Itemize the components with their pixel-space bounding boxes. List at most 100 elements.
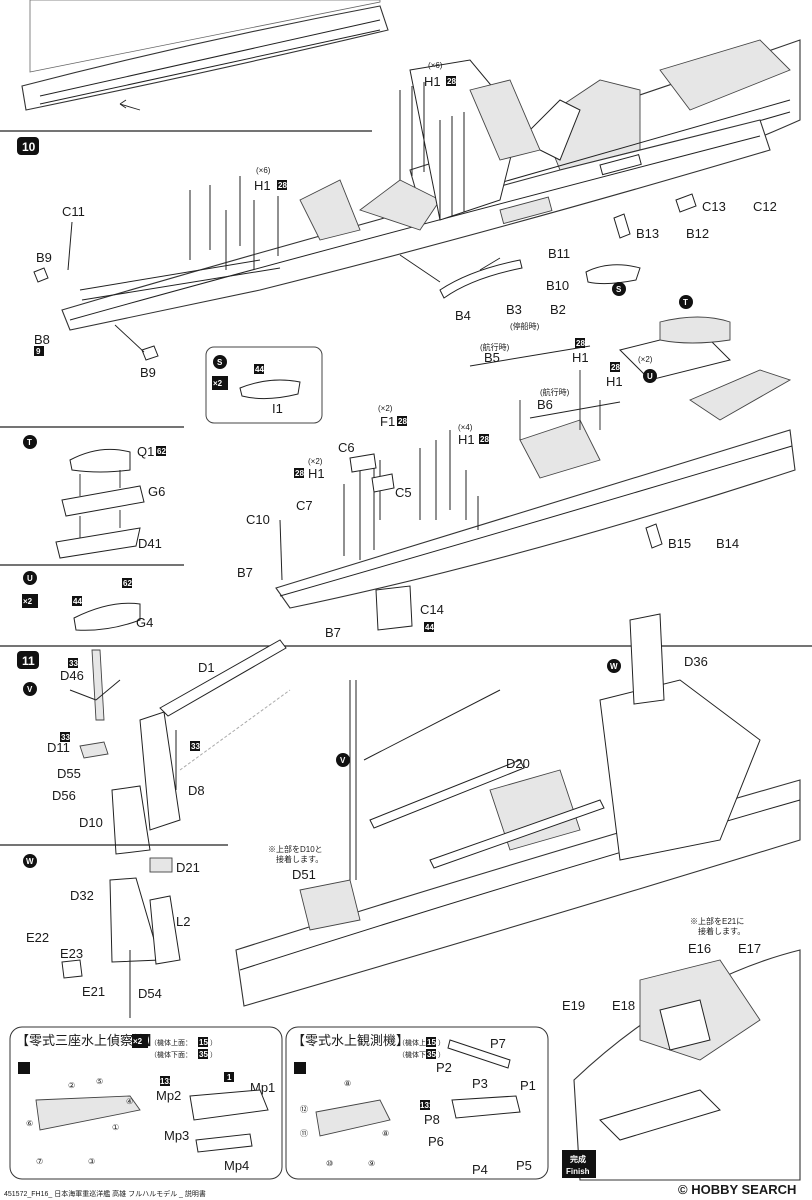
svg-text:※上部をE21に: ※上部をE21に [690, 916, 744, 926]
svg-text:（機体下面：: （機体下面： [150, 1050, 192, 1059]
svg-text:E18: E18 [612, 998, 635, 1013]
aircraft-box-right: 【零式水上観測機】 （機体上面： 15 ） （機体下面： 35 ） ⑧ ⑧ ⑫ … [285, 1026, 549, 1180]
subassembly-t: T Q1 62 G6 D41 [0, 426, 184, 566]
svg-text:P1: P1 [520, 1078, 536, 1093]
step10-labels: (×6) H1 28 (×6) H1 28 C11 B9 B8 9 B9 B4 … [33, 61, 777, 380]
svg-text:33: 33 [61, 733, 70, 742]
svg-text:35: 35 [427, 1050, 436, 1059]
h1-b-ref: 28 [278, 181, 287, 190]
svg-text:W: W [26, 857, 34, 866]
svg-text:131: 131 [160, 1077, 174, 1086]
svg-text:15: 15 [199, 1038, 208, 1047]
svg-text:28: 28 [576, 339, 585, 348]
svg-text:⑥: ⑥ [26, 1119, 33, 1128]
subassembly-s-box: S ×2 44 I1 [205, 346, 323, 424]
svg-text:D46: D46 [60, 668, 84, 683]
svg-text:×2: ×2 [213, 379, 223, 388]
svg-text:D54: D54 [138, 986, 162, 1001]
b9-top-label: B9 [36, 250, 52, 265]
svg-text:E21: E21 [82, 984, 105, 999]
step10-upper-ship [61, 59, 771, 331]
svg-text:×2: ×2 [23, 597, 33, 606]
c13-label: C13 [702, 199, 726, 214]
svg-text:Mp3: Mp3 [164, 1128, 189, 1143]
svg-text:D56: D56 [52, 788, 76, 803]
svg-text:⑪: ⑪ [300, 1129, 308, 1138]
h1-x6-b-mult: (×6) [256, 166, 271, 175]
svg-text:E19: E19 [562, 998, 585, 1013]
svg-text:(航行時): (航行時) [480, 342, 510, 352]
svg-text:Q1: Q1 [137, 444, 154, 459]
svg-text:B15: B15 [668, 536, 691, 551]
b3-label: B3 [506, 302, 522, 317]
svg-text:E16: E16 [688, 941, 711, 956]
svg-text:44: 44 [425, 623, 434, 632]
finished-view: ※上部をE21に 接着します。 E16 E17 E19 E18 完成 Finis… [562, 916, 801, 1181]
svg-text:B5: B5 [484, 350, 500, 365]
step11-badge: 11 [17, 651, 39, 669]
svg-text:B14: B14 [716, 536, 739, 551]
step11-number: 11 [22, 654, 35, 668]
svg-text:⑩: ⑩ [326, 1159, 333, 1168]
svg-text:V: V [27, 685, 33, 694]
svg-text:S: S [217, 358, 223, 367]
svg-text:Mp2: Mp2 [156, 1088, 181, 1103]
svg-text:）: ） [438, 1039, 445, 1047]
svg-text:G4: G4 [136, 615, 153, 630]
svg-text:【零式水上観測機】: 【零式水上観測機】 [292, 1033, 409, 1048]
step10-lower-labels: (航行時) B5 (航行時) B6 28 H1 28 H1 T U (×2) (… [237, 295, 739, 640]
svg-text:⑦: ⑦ [36, 1157, 43, 1166]
svg-text:44: 44 [73, 597, 82, 606]
h1-x6-a-mult: (×6) [428, 61, 443, 70]
svg-text:）: ） [210, 1039, 217, 1047]
svg-text:28: 28 [611, 363, 620, 372]
svg-text:(×2): (×2) [308, 457, 323, 466]
svg-text:C14: C14 [420, 602, 444, 617]
svg-text:62: 62 [123, 579, 132, 588]
svg-text:D1: D1 [198, 660, 215, 675]
svg-text:131: 131 [420, 1101, 434, 1110]
step10-lower-ship [275, 316, 796, 631]
svg-text:P8: P8 [424, 1112, 440, 1127]
aircraft-box-left: 【零式三座水上偵察機】 ×2 （機体上面： 15 ） （機体下面： 35 ） ②… [9, 1026, 283, 1180]
svg-text:35: 35 [199, 1050, 208, 1059]
b11-label: B11 [548, 246, 570, 261]
svg-text:D36: D36 [684, 654, 708, 669]
svg-text:）: ） [210, 1051, 217, 1059]
svg-text:451572_FH16_ 日本海軍重巡洋艦 高雄 フルハルモ: 451572_FH16_ 日本海軍重巡洋艦 高雄 フルハルモデル _ 説明書 [4, 1189, 206, 1198]
step11-main-ship: D36 W D20 V ※上部をD10と 接着します。 D51 [235, 613, 801, 1007]
svg-text:P2: P2 [436, 1060, 452, 1075]
s-marker-upper: S [616, 285, 622, 294]
b9-bottom-label: B9 [140, 365, 156, 380]
note-d51-line1: ※上部をD10と [268, 844, 323, 854]
c11-label: C11 [62, 204, 85, 219]
svg-text:⑧: ⑧ [344, 1079, 351, 1088]
subassembly-w: W D21 D32 L2 E22 E23 E21 D54 [23, 854, 200, 1018]
svg-text:1: 1 [227, 1073, 232, 1082]
b8-label: B8 [34, 332, 50, 347]
svg-text:(×2): (×2) [638, 355, 653, 364]
h1-a-label: H1 [424, 74, 441, 89]
svg-text:⑧: ⑧ [382, 1129, 389, 1138]
svg-text:U: U [647, 372, 653, 381]
svg-text:D51: D51 [292, 867, 316, 882]
svg-text:T: T [27, 438, 32, 447]
svg-text:接着します。: 接着します。 [698, 926, 745, 936]
svg-text:28: 28 [398, 417, 407, 426]
svg-text:完成: 完成 [570, 1154, 586, 1164]
svg-text:D41: D41 [138, 536, 162, 551]
svg-text:G6: G6 [148, 484, 165, 499]
b8-ref: 9 [36, 347, 41, 356]
svg-text:44: 44 [255, 365, 264, 374]
b3-note: (停船時) [510, 321, 540, 331]
h1-b-label: H1 [254, 178, 271, 193]
svg-text:④: ④ [126, 1097, 133, 1106]
b12-label: B12 [686, 226, 709, 241]
svg-text:Mp4: Mp4 [224, 1158, 249, 1173]
svg-text:H1: H1 [606, 374, 623, 389]
svg-text:D55: D55 [57, 766, 81, 781]
svg-text:62: 62 [157, 447, 166, 456]
b2-label: B2 [550, 302, 566, 317]
svg-text:(航行時): (航行時) [540, 387, 570, 397]
svg-text:28: 28 [295, 469, 304, 478]
